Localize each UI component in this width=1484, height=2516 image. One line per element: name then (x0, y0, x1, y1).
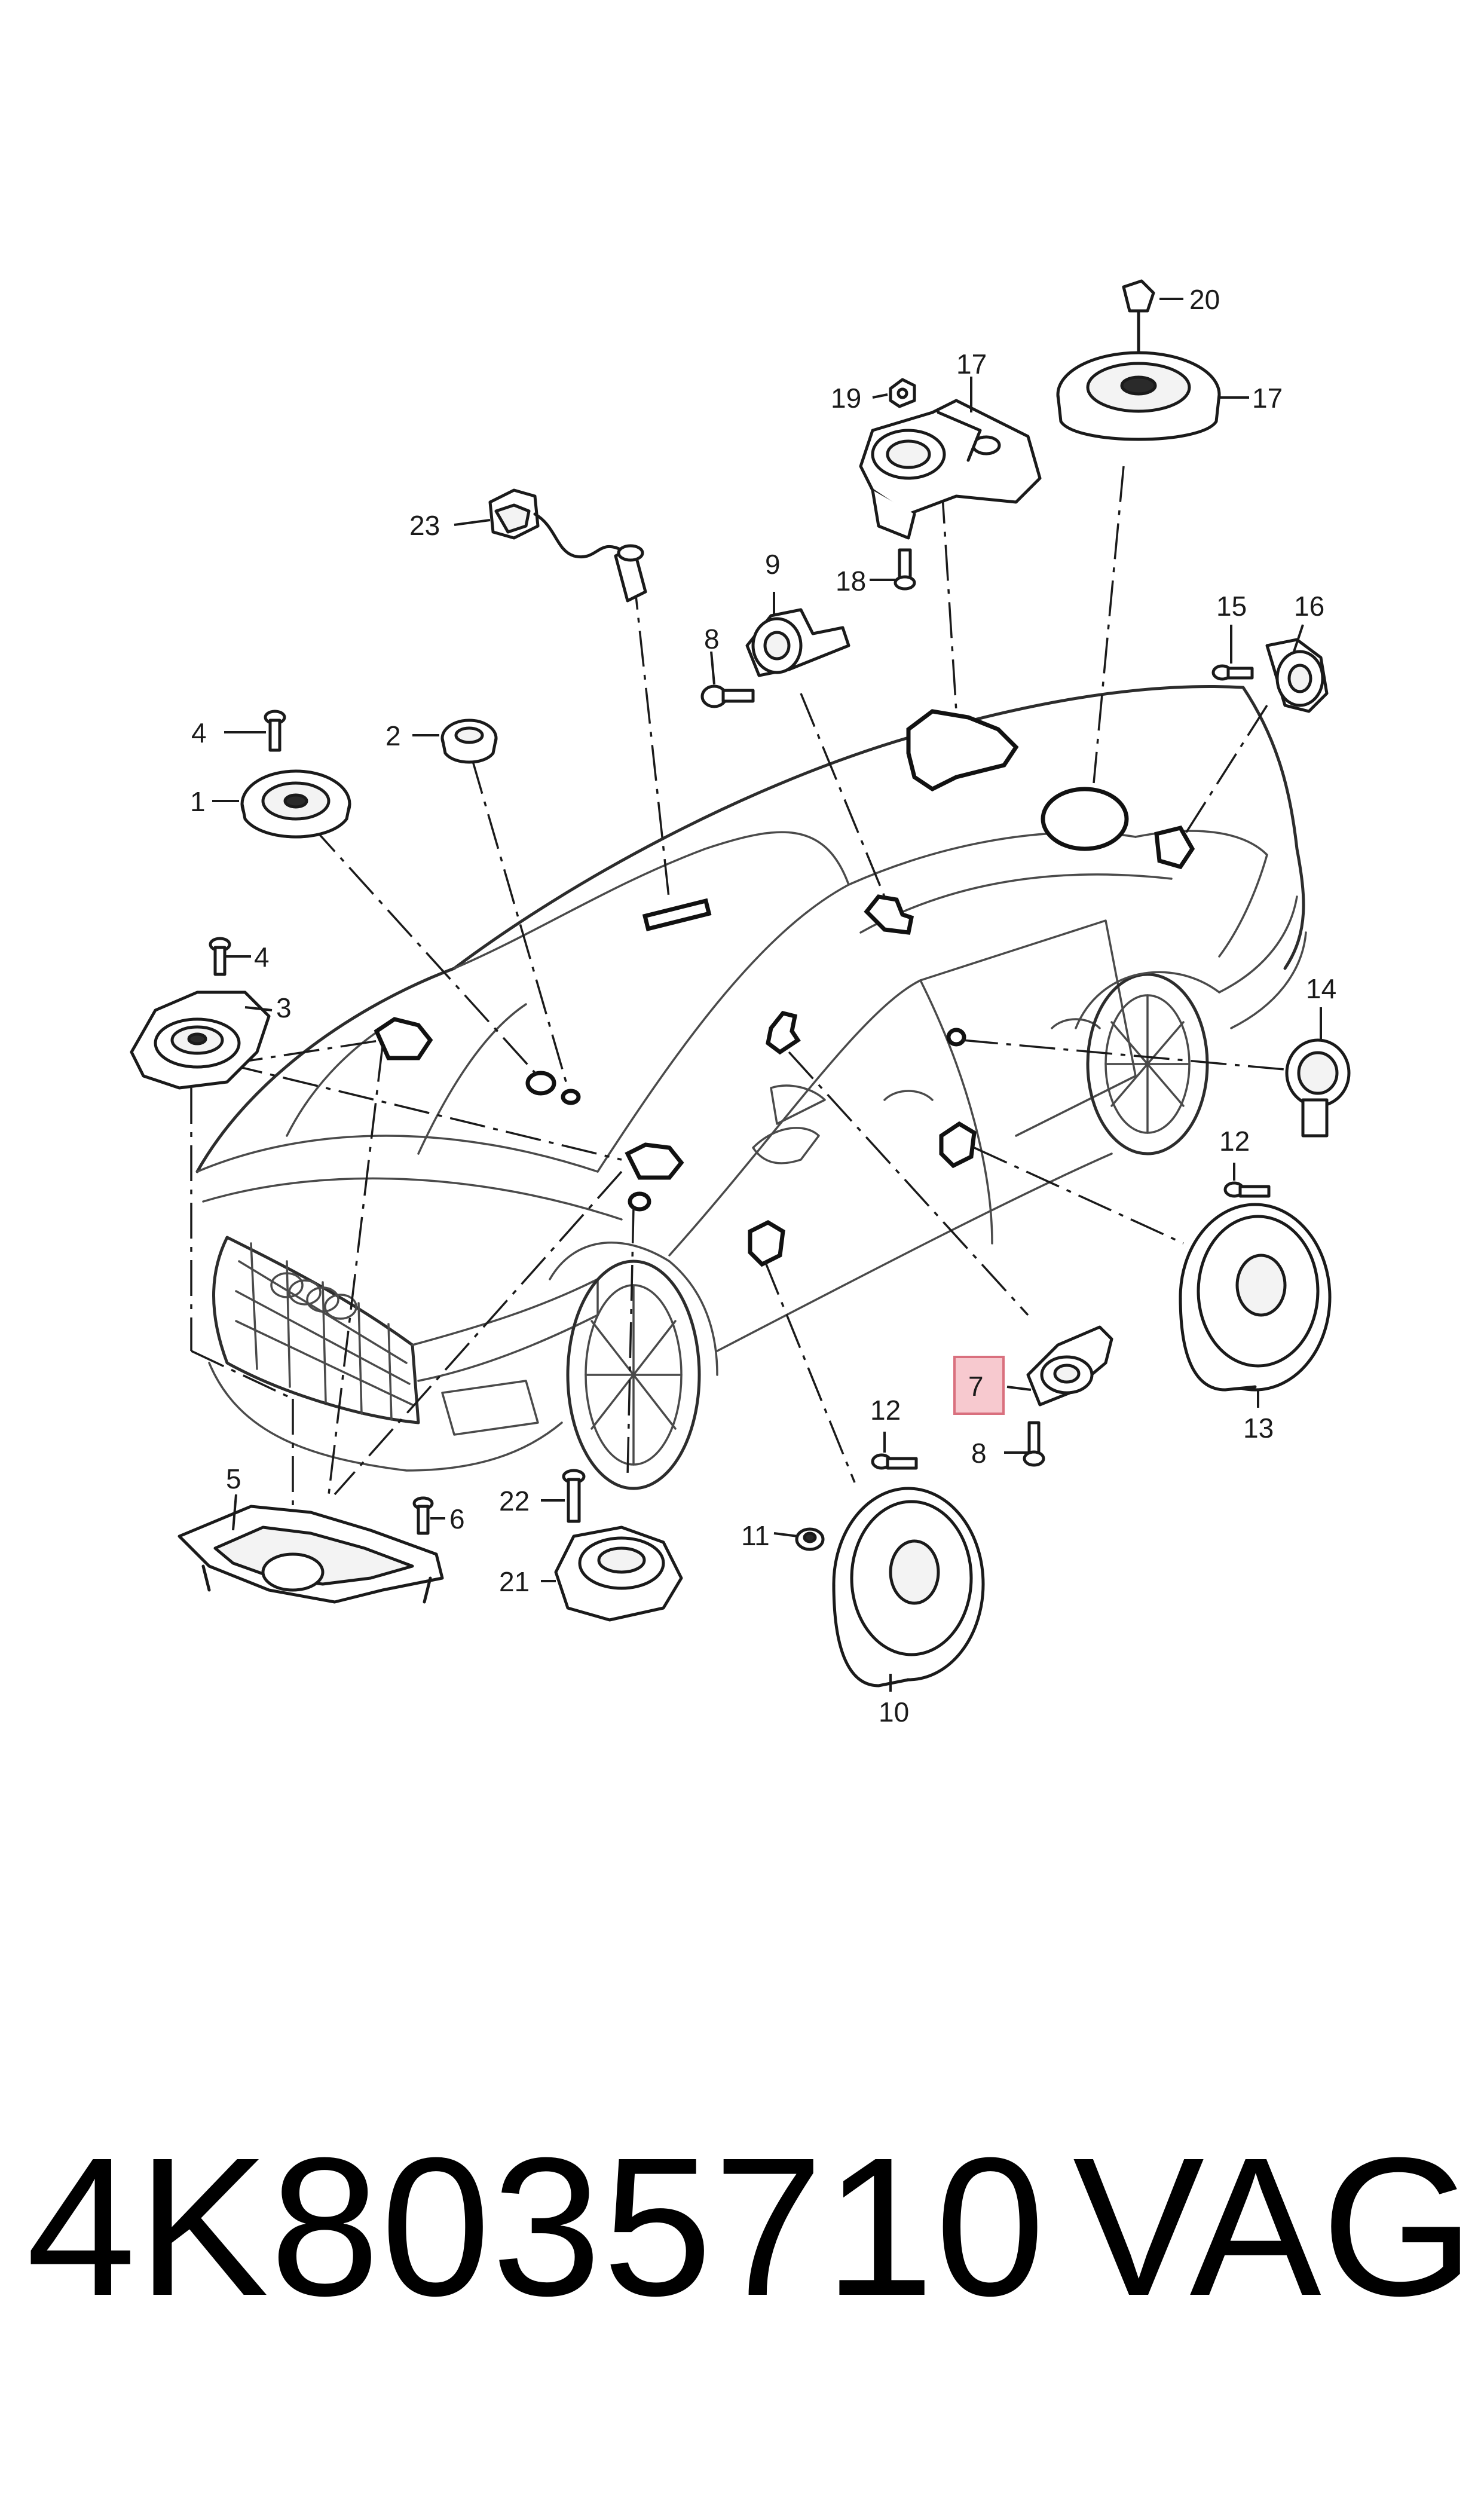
callout-13: 13 (1243, 1413, 1274, 1444)
callout-17-round: 17 (1252, 383, 1283, 414)
mount-rear-shelf (906, 709, 1019, 792)
part-21-dash-speaker (554, 1526, 683, 1622)
callout-8-lower: 8 (971, 1438, 987, 1469)
callout-12-lower: 12 (870, 1395, 901, 1426)
part-15-screw (1211, 664, 1254, 681)
callout-numbers: 20 17 17 19 18 23 9 8 4 2 1 4 3 5 6 22 2… (190, 284, 1336, 1728)
mount-rear-door-small (946, 1028, 966, 1047)
callout-7: 7 (968, 1371, 984, 1402)
callout-12-right: 12 (1219, 1126, 1250, 1157)
callout-23: 23 (409, 510, 440, 541)
part-17-subwoofer-round (1056, 351, 1221, 441)
callout-2: 2 (385, 720, 401, 751)
part-22-screw (562, 1469, 586, 1523)
mount-dash-left (374, 1017, 433, 1060)
part-23-wiring-harness (488, 488, 647, 603)
callout-10: 10 (879, 1696, 909, 1728)
callout-leader-lines (212, 298, 1322, 1692)
mount-a-pillar (766, 1011, 801, 1055)
part-5-speaker-grille-frame (178, 1505, 444, 1604)
callout-1: 1 (190, 786, 206, 817)
callout-5: 5 (226, 1463, 241, 1494)
part-13-rear-door-woofer (1179, 1203, 1332, 1392)
callout-4-top: 4 (191, 717, 207, 748)
mount-front-wheel-arch (628, 1191, 651, 1212)
mount-front-door-low (748, 1220, 785, 1267)
mounting-point-outlines (374, 709, 1195, 1267)
part-14-rear-tweeter (1285, 1038, 1351, 1138)
part-9-bracket (745, 608, 850, 677)
part-12-screw-lower (871, 1453, 918, 1470)
callout-21: 21 (499, 1566, 530, 1597)
part-11-clip (795, 1527, 825, 1551)
callout-17-box: 17 (956, 348, 987, 380)
callout-8-top: 8 (704, 623, 720, 655)
part-16-pillar-tweeter (1265, 638, 1329, 713)
part-17-subwoofer-enclosure (859, 399, 1042, 540)
callout-16: 16 (1294, 591, 1324, 622)
mount-c-pillar (1154, 825, 1195, 870)
car-body-outline (195, 685, 1307, 1490)
callout-19: 19 (831, 383, 861, 414)
part-10-front-door-woofer (832, 1487, 985, 1687)
callout-3: 3 (276, 992, 292, 1023)
part-6-screw (412, 1496, 434, 1535)
part-1-midrange-speaker (240, 769, 351, 839)
part-4-screw-top (264, 710, 286, 752)
callout-14: 14 (1306, 973, 1336, 1004)
part-4-screw-mid (209, 937, 231, 976)
mount-b-pillar (864, 894, 914, 935)
highlight-box-part-7 (953, 1356, 1005, 1415)
callout-6: 6 (449, 1503, 465, 1534)
part-number-label: 4K8035710 (26, 2116, 1047, 2337)
brand-label: VAG (1073, 2116, 1475, 2337)
callout-9: 9 (765, 549, 781, 580)
mount-dash-center (625, 1142, 684, 1180)
assembly-chain-lines (190, 430, 1292, 1542)
part-19-nut (889, 378, 916, 408)
mount-defrost-vent (642, 898, 712, 931)
callout-22: 22 (499, 1485, 530, 1517)
callout-4-mid: 4 (254, 941, 270, 973)
callout-18: 18 (836, 565, 866, 597)
callout-20: 20 (1189, 284, 1220, 315)
callout-15: 15 (1216, 591, 1247, 622)
mount-dash-small (561, 1089, 581, 1105)
mount-rear-subwoofer (1041, 787, 1129, 851)
part-8-screw-lower (1023, 1421, 1045, 1467)
part-8-screw-top (700, 684, 755, 708)
part-2-tweeter (440, 719, 498, 764)
mount-dash-round (525, 1071, 556, 1096)
part-3-center-speaker (130, 990, 271, 1090)
part-12-screw-right (1223, 1181, 1271, 1198)
mount-rear-door-low (939, 1121, 977, 1169)
part-18-bolt (894, 548, 916, 591)
part-7-tweeter-bracket (1026, 1325, 1113, 1407)
callout-11: 11 (741, 1520, 770, 1551)
